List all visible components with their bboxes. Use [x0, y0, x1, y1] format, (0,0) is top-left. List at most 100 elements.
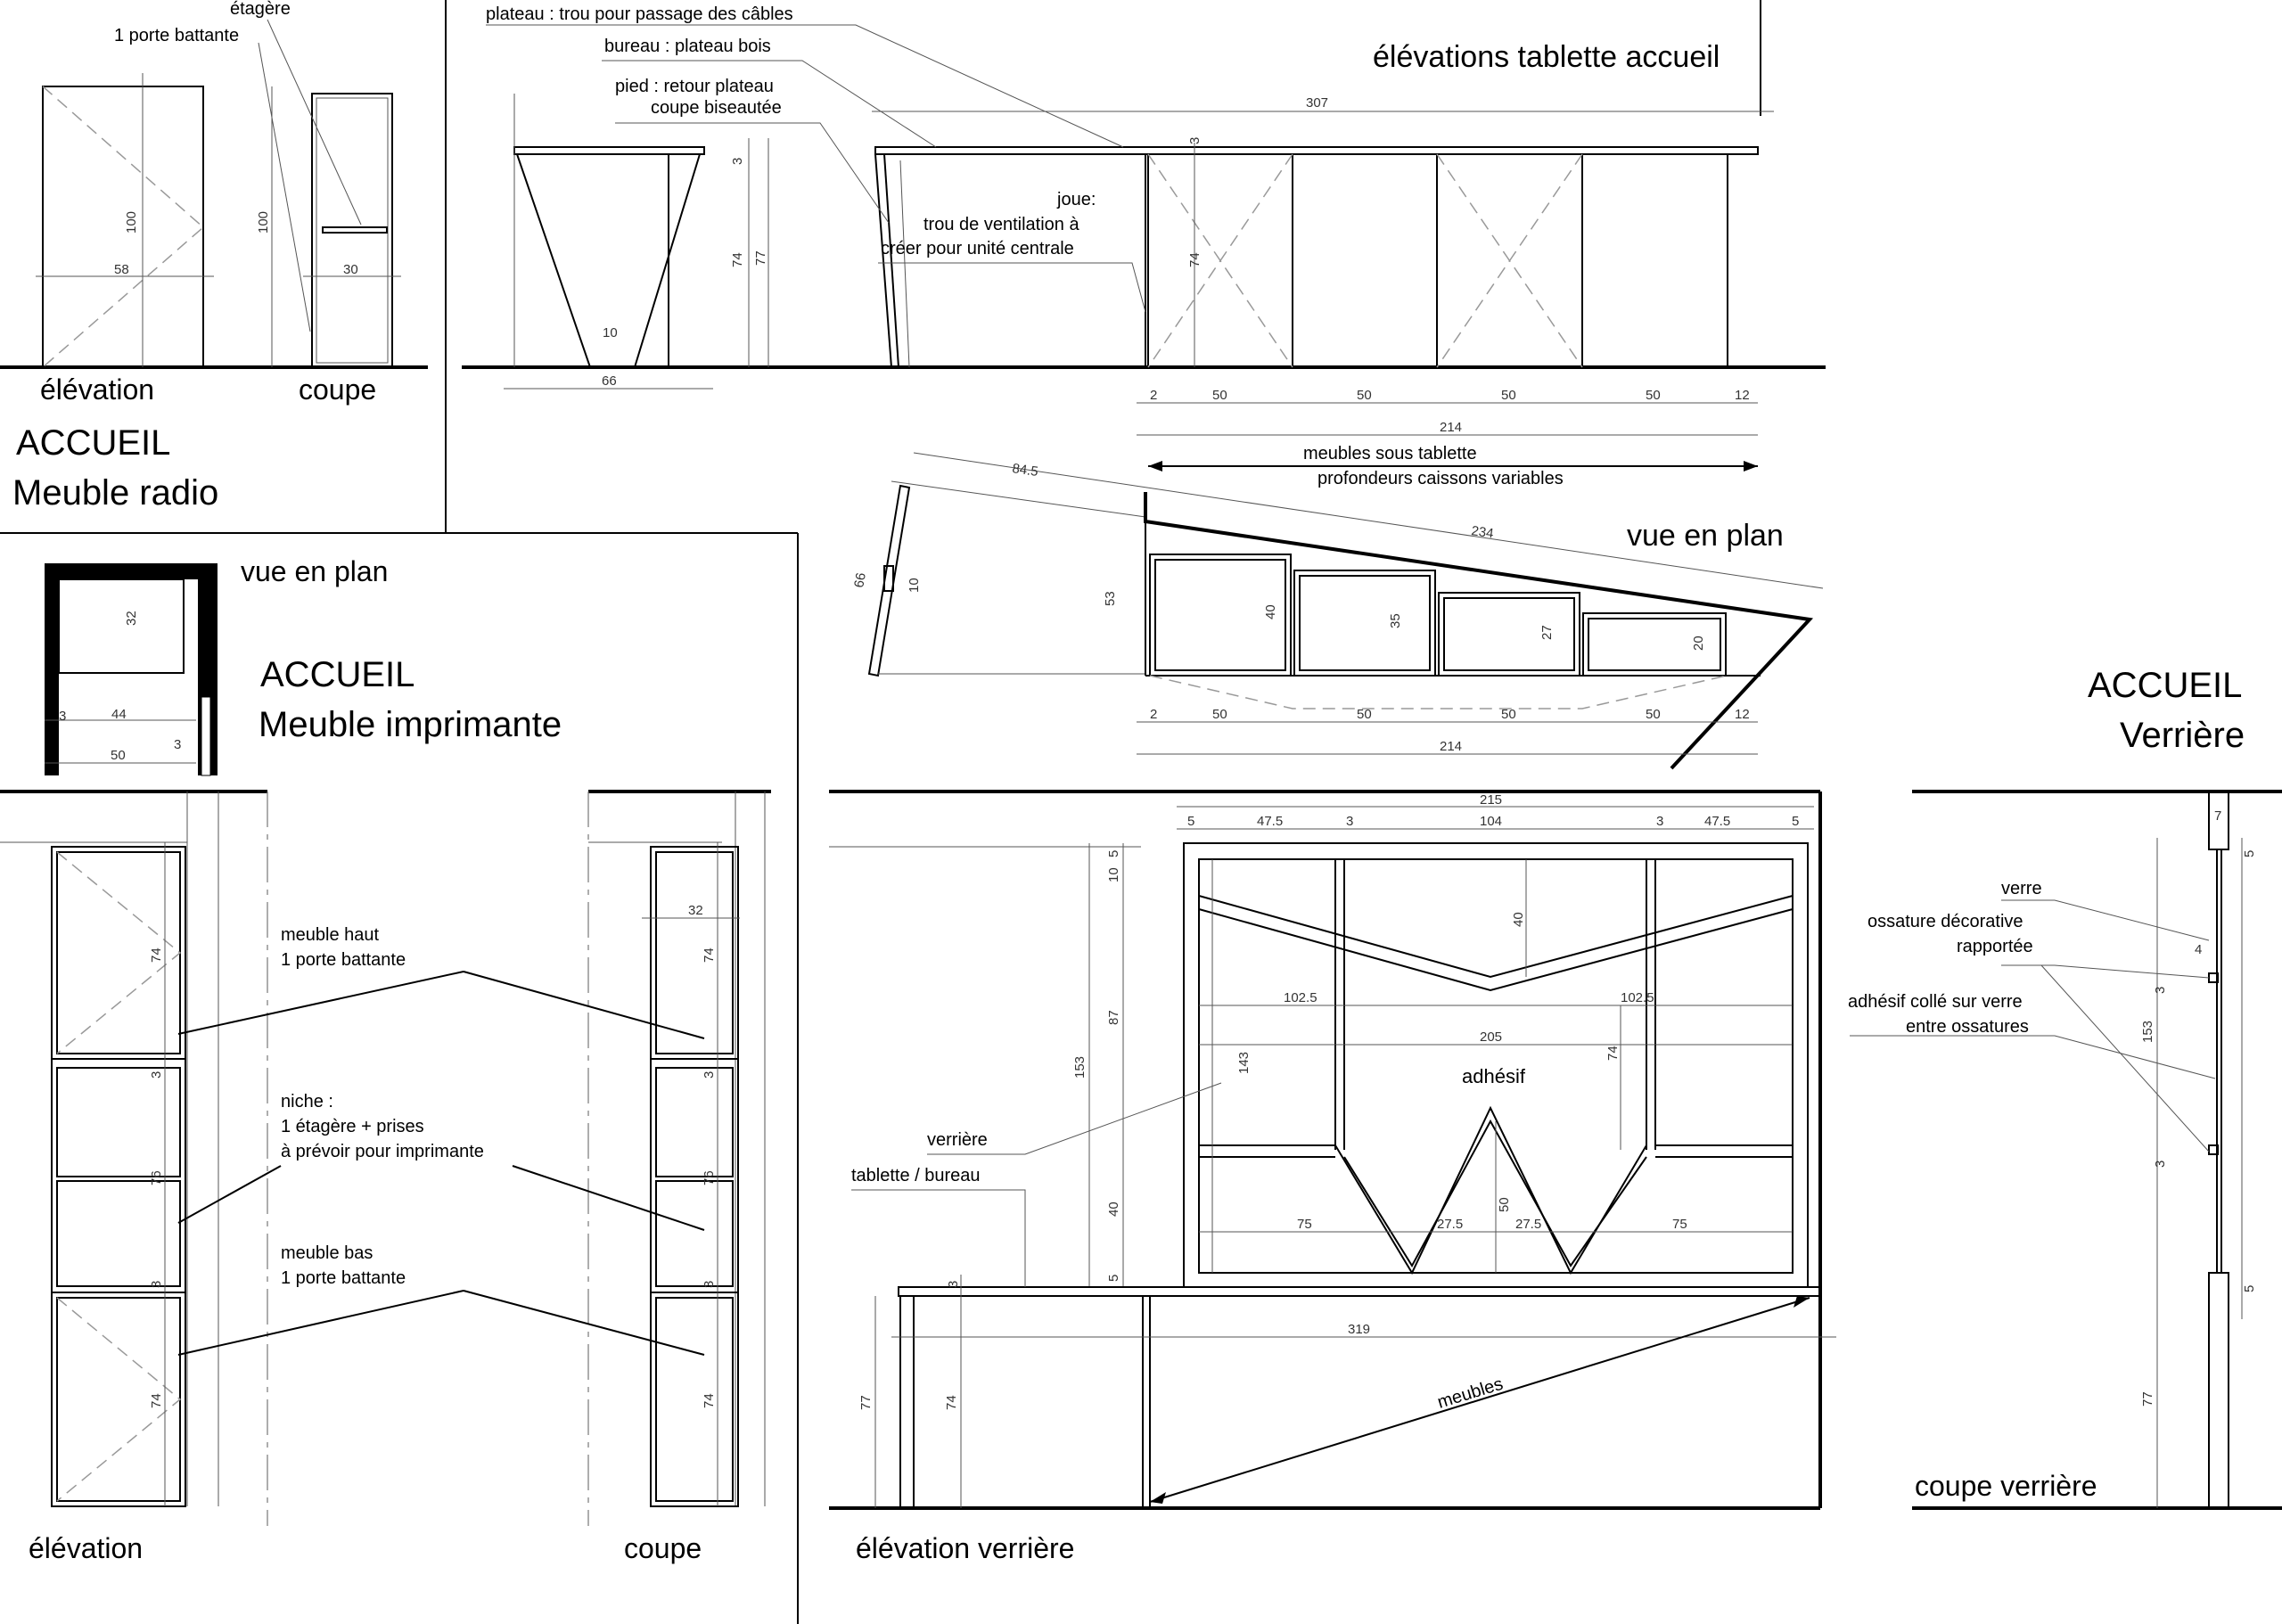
dim-h74: 74 [730, 252, 745, 267]
dim-e74b: 74 [149, 1393, 164, 1408]
dim-v143: 143 [1236, 1052, 1252, 1074]
dim-h3: 3 [730, 158, 745, 165]
dim-20: 20 [1691, 636, 1706, 651]
dim-p50: 50 [111, 748, 126, 763]
dim-c214: 214 [1440, 420, 1462, 435]
plan-title: vue en plan [1627, 519, 1784, 553]
callout-pied-1: pied : retour plateau [615, 77, 774, 96]
dim-top-3: 3 [1187, 137, 1203, 144]
callout-verre: verre [2001, 879, 2042, 898]
dim-e76: 76 [149, 1170, 164, 1185]
view-label-coupe: coupe [299, 373, 376, 406]
imprimante-title-line1: ACCUEIL [260, 655, 415, 694]
tablette-section: 10 66 74 77 3 307 3 74 plateau : trou po… [462, 4, 1826, 488]
dim-s4: 4 [2195, 942, 2202, 957]
plan-c50d: 50 [1646, 707, 1661, 722]
dim-w1025a: 102.5 [1284, 990, 1317, 1005]
dim-h74: 74 [1605, 1046, 1621, 1061]
dim-c50d: 50 [1646, 388, 1661, 403]
dim-35: 35 [1388, 613, 1403, 628]
callout-joue-1: joue: [1056, 190, 1096, 209]
verriere-title-line2: Verrière [2120, 716, 2245, 755]
plan-c50c: 50 [1501, 707, 1516, 722]
dim-s77: 77 [2140, 1391, 2155, 1407]
dim-e74a: 74 [149, 947, 164, 963]
dim-10: 10 [907, 578, 922, 593]
dim-s3b: 3 [2153, 1161, 2168, 1168]
dim-w5a: 5 [1187, 814, 1194, 829]
dim-h40: 40 [1511, 912, 1526, 927]
dim-k74a: 74 [702, 947, 717, 963]
dim-h74b: 74 [1187, 252, 1203, 267]
dim-k76: 76 [702, 1170, 717, 1185]
dim-v87: 87 [1106, 1010, 1121, 1025]
dim-b50: 50 [1497, 1197, 1512, 1212]
dim-total-307: 307 [1306, 95, 1328, 111]
dim-e3b: 3 [149, 1281, 164, 1288]
verriere-view-coupe: coupe verrière [1915, 1470, 2097, 1502]
view-label-elevation: élévation [40, 373, 154, 406]
dim-p3b: 3 [174, 737, 181, 752]
dim-27: 27 [1539, 625, 1555, 640]
dim-v10: 10 [1106, 867, 1121, 882]
callout-ossature-1: ossature décorative [1867, 912, 2023, 931]
verriere-section: ACCUEIL Verrière 215 5 47.5 3 104 3 47.5… [829, 666, 2282, 1564]
callout-meuble-haut-1: meuble haut [281, 925, 380, 945]
dim-s5a: 5 [2242, 850, 2257, 857]
dim-w3a: 3 [1346, 814, 1353, 829]
dim-c12: 12 [1735, 388, 1750, 403]
plan-c12: 12 [1735, 707, 1750, 722]
dim-v153: 153 [1072, 1056, 1088, 1079]
dim-w5b: 5 [1792, 814, 1799, 829]
callout-verriere: verrière [927, 1130, 988, 1150]
dim-p3: 3 [59, 709, 66, 724]
dim-845: 84.5 [1011, 461, 1038, 480]
dim-t77: 77 [858, 1395, 874, 1410]
dim-b75b: 75 [1672, 1217, 1687, 1232]
dim-v40: 40 [1106, 1202, 1121, 1217]
plan-c214: 214 [1440, 739, 1462, 754]
profondeurs-caissons: profondeurs caissons variables [1317, 469, 1564, 488]
callout-niche-2: 1 étagère + prises [281, 1117, 424, 1136]
dim-base: 66 [602, 373, 617, 389]
dim-t319: 319 [1348, 1322, 1370, 1337]
callout-joue-2: trou de ventilation à [923, 215, 1079, 234]
dim-w475a: 47.5 [1257, 814, 1283, 829]
radio-title-line1: ACCUEIL [16, 423, 170, 463]
callout-plateau: plateau : trou pour passage des câbles [486, 4, 793, 24]
imprimante-view-elevation: élévation [29, 1532, 143, 1564]
dim-w104: 104 [1480, 814, 1502, 829]
callout-porte-battante: 1 porte battante [114, 26, 239, 45]
dim-foot: 10 [603, 325, 618, 340]
dim-k32: 32 [688, 903, 703, 918]
dim-v5b: 5 [1106, 1275, 1121, 1282]
callout-etagere: étagère [230, 0, 291, 19]
dim-53: 53 [1103, 591, 1118, 606]
callout-meuble-haut-2: 1 porte battante [281, 950, 406, 970]
imprimante-view-coupe: coupe [624, 1532, 702, 1564]
callout-joue-3: créer pour unité centrale [881, 239, 1074, 258]
dim-k3b: 3 [702, 1281, 717, 1288]
callout-bureau: bureau : plateau bois [604, 37, 771, 56]
dim-e3a: 3 [149, 1071, 164, 1079]
dim-c2: 2 [1150, 388, 1157, 403]
dim-s7: 7 [2214, 808, 2221, 824]
imprimante-plan-title: vue en plan [241, 555, 388, 587]
dim-p44: 44 [111, 707, 127, 722]
callout-meuble-bas-1: meuble bas [281, 1243, 373, 1263]
callout-meuble-bas-2: 1 porte battante [281, 1268, 406, 1288]
radio-section: étagère 1 porte battante 100 58 100 30 é… [0, 0, 428, 513]
verriere-title-line1: ACCUEIL [2088, 666, 2242, 705]
callout-ossature-2: rapportée [1957, 937, 2033, 956]
callout-niche-1: niche : [281, 1092, 333, 1111]
dim-k3a: 3 [702, 1071, 717, 1079]
plan-c50a: 50 [1212, 707, 1227, 722]
imprimante-section: 32 3 44 3 50 vue en plan ACCUEIL Meuble … [0, 555, 771, 1564]
meubles-sous-tablette: meubles sous tablette [1303, 444, 1477, 463]
dim-66: 66 [851, 571, 869, 588]
dim-width-elev: 58 [114, 262, 129, 277]
callout-adhesif-1: adhésif collé sur verre [1848, 992, 2023, 1012]
dim-w1025b: 102.5 [1621, 990, 1654, 1005]
dim-k74b: 74 [702, 1393, 717, 1408]
